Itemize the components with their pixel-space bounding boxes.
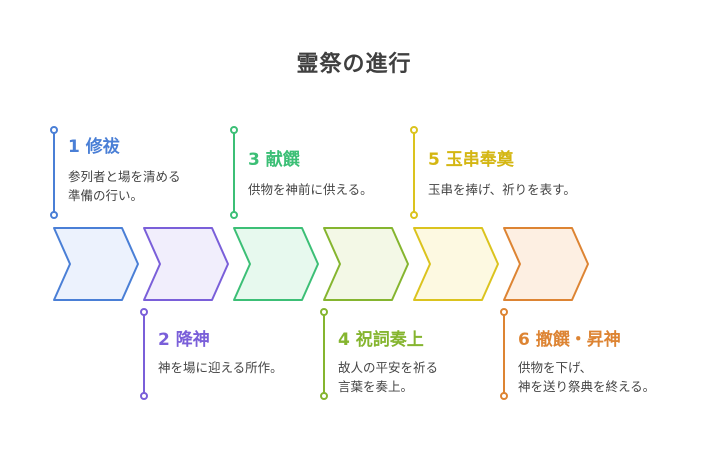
connector-dot-3-end <box>230 211 238 219</box>
step-name: 玉串奉奠 <box>445 150 514 170</box>
connector-dot-2-end <box>140 392 148 400</box>
chevron-step-3 <box>233 227 319 301</box>
chevron-step-4 <box>323 227 409 301</box>
step-title-2: 2 降神 <box>158 325 210 350</box>
step-number: 5 <box>428 150 440 170</box>
step-number: 3 <box>248 150 260 170</box>
step-title-4: 4 祝詞奏上 <box>338 325 424 350</box>
connector-dot-5-start <box>410 126 418 134</box>
connector-dot-1-end <box>50 211 58 219</box>
connector-dot-2-start <box>140 308 148 316</box>
step-desc-3: 供物を神前に供える。 <box>248 182 373 197</box>
step-title-6: 6 撤饌・昇神 <box>518 325 621 350</box>
step-name: 祝詞奏上 <box>355 330 424 350</box>
step-number: 4 <box>338 330 350 350</box>
step-number: 6 <box>518 330 530 350</box>
step-title-5: 5 玉串奉奠 <box>428 145 514 170</box>
step-title-1: 1 修祓 <box>68 132 120 157</box>
step-name: 修祓 <box>85 137 120 157</box>
step-desc-6: 供物を下げ、 神を送り祭典を終える。 <box>518 360 656 394</box>
diagram-title: 霊祭の進行 <box>296 52 412 77</box>
chevron-step-5 <box>413 227 499 301</box>
connector-dot-6-end <box>500 392 508 400</box>
step-number: 2 <box>158 330 170 350</box>
step-desc-2: 神を場に迎える所作。 <box>158 360 283 375</box>
step-title-3: 3 献饌 <box>248 145 300 170</box>
chevron-step-6 <box>503 227 589 301</box>
step-desc-5: 玉串を捧げ、祈りを表す。 <box>428 182 576 197</box>
chevron-step-2 <box>143 227 229 301</box>
connector-dot-6-start <box>500 308 508 316</box>
connector-dot-5-end <box>410 211 418 219</box>
step-desc-1: 参列者と場を清める 準備の行い。 <box>68 169 181 203</box>
step-desc-4: 故人の平安を祈る 言葉を奏上。 <box>338 360 439 394</box>
connector-dot-3-start <box>230 126 238 134</box>
step-name: 献饌 <box>265 150 300 170</box>
step-name: 撤饌・昇神 <box>535 330 621 350</box>
connector-dot-1-start <box>50 126 58 134</box>
connector-dot-4-end <box>320 392 328 400</box>
step-number: 1 <box>68 137 80 157</box>
connector-dot-4-start <box>320 308 328 316</box>
chevron-step-1 <box>53 227 139 301</box>
step-name: 降神 <box>175 330 210 350</box>
